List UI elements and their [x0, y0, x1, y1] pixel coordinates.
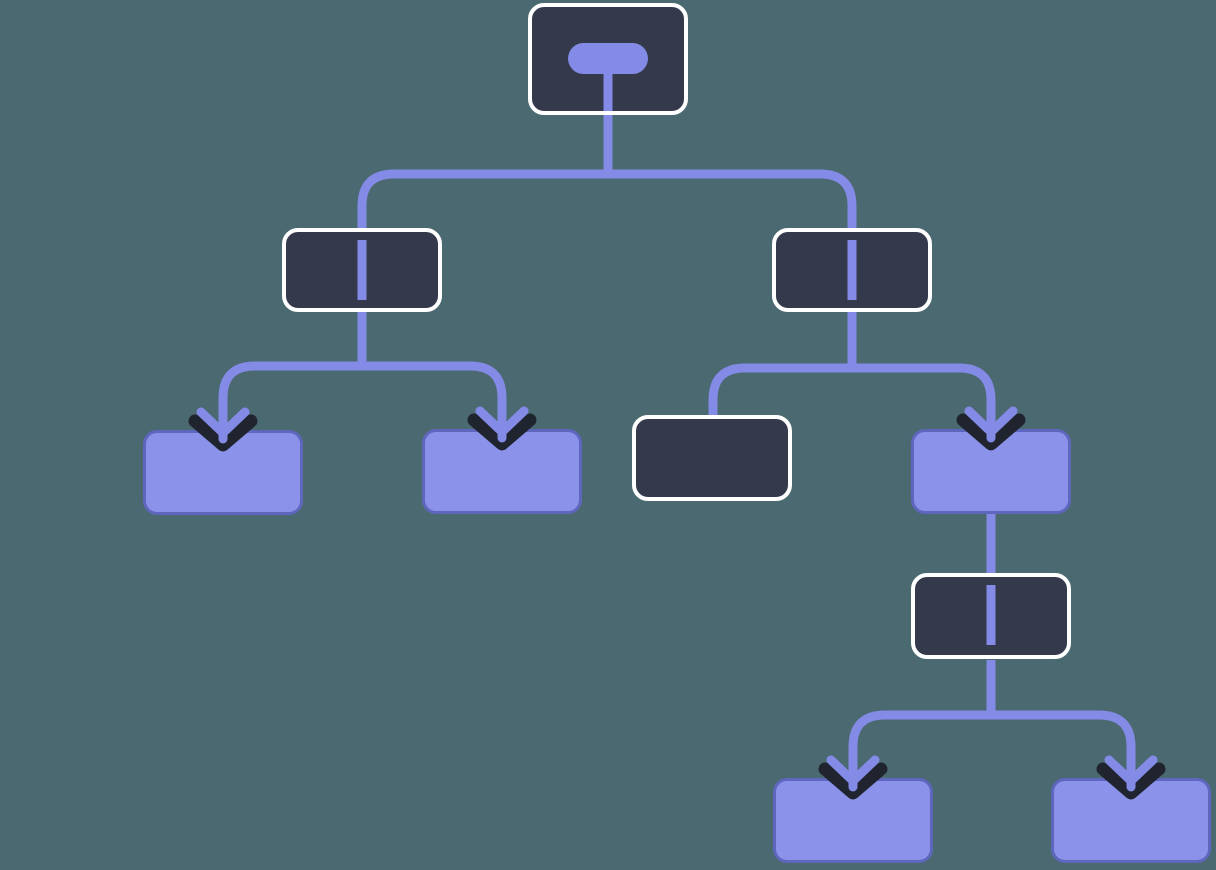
pill-connector-icon	[568, 43, 648, 74]
node-branch-left[interactable]	[282, 228, 442, 312]
edge-left-split	[218, 361, 507, 414]
chevron-down-icon	[818, 749, 888, 800]
pill-stem-icon	[603, 69, 613, 111]
pass-through-line-icon	[357, 240, 367, 300]
node-root[interactable]	[528, 3, 688, 115]
pass-through-line-icon	[986, 585, 996, 645]
edge-root-split	[357, 169, 857, 228]
node-branch-right[interactable]	[772, 228, 932, 312]
pass-through-line-icon	[847, 240, 857, 300]
chevron-down-icon	[1096, 749, 1166, 800]
chevron-down-icon	[188, 401, 258, 452]
edge-bottom-split	[848, 710, 1136, 763]
chevron-down-icon	[956, 400, 1026, 451]
node-branch-right-sub[interactable]	[911, 573, 1071, 659]
node-right-child-dark[interactable]	[632, 415, 792, 501]
chevron-down-icon	[467, 400, 537, 451]
edge-right-split	[708, 363, 996, 417]
